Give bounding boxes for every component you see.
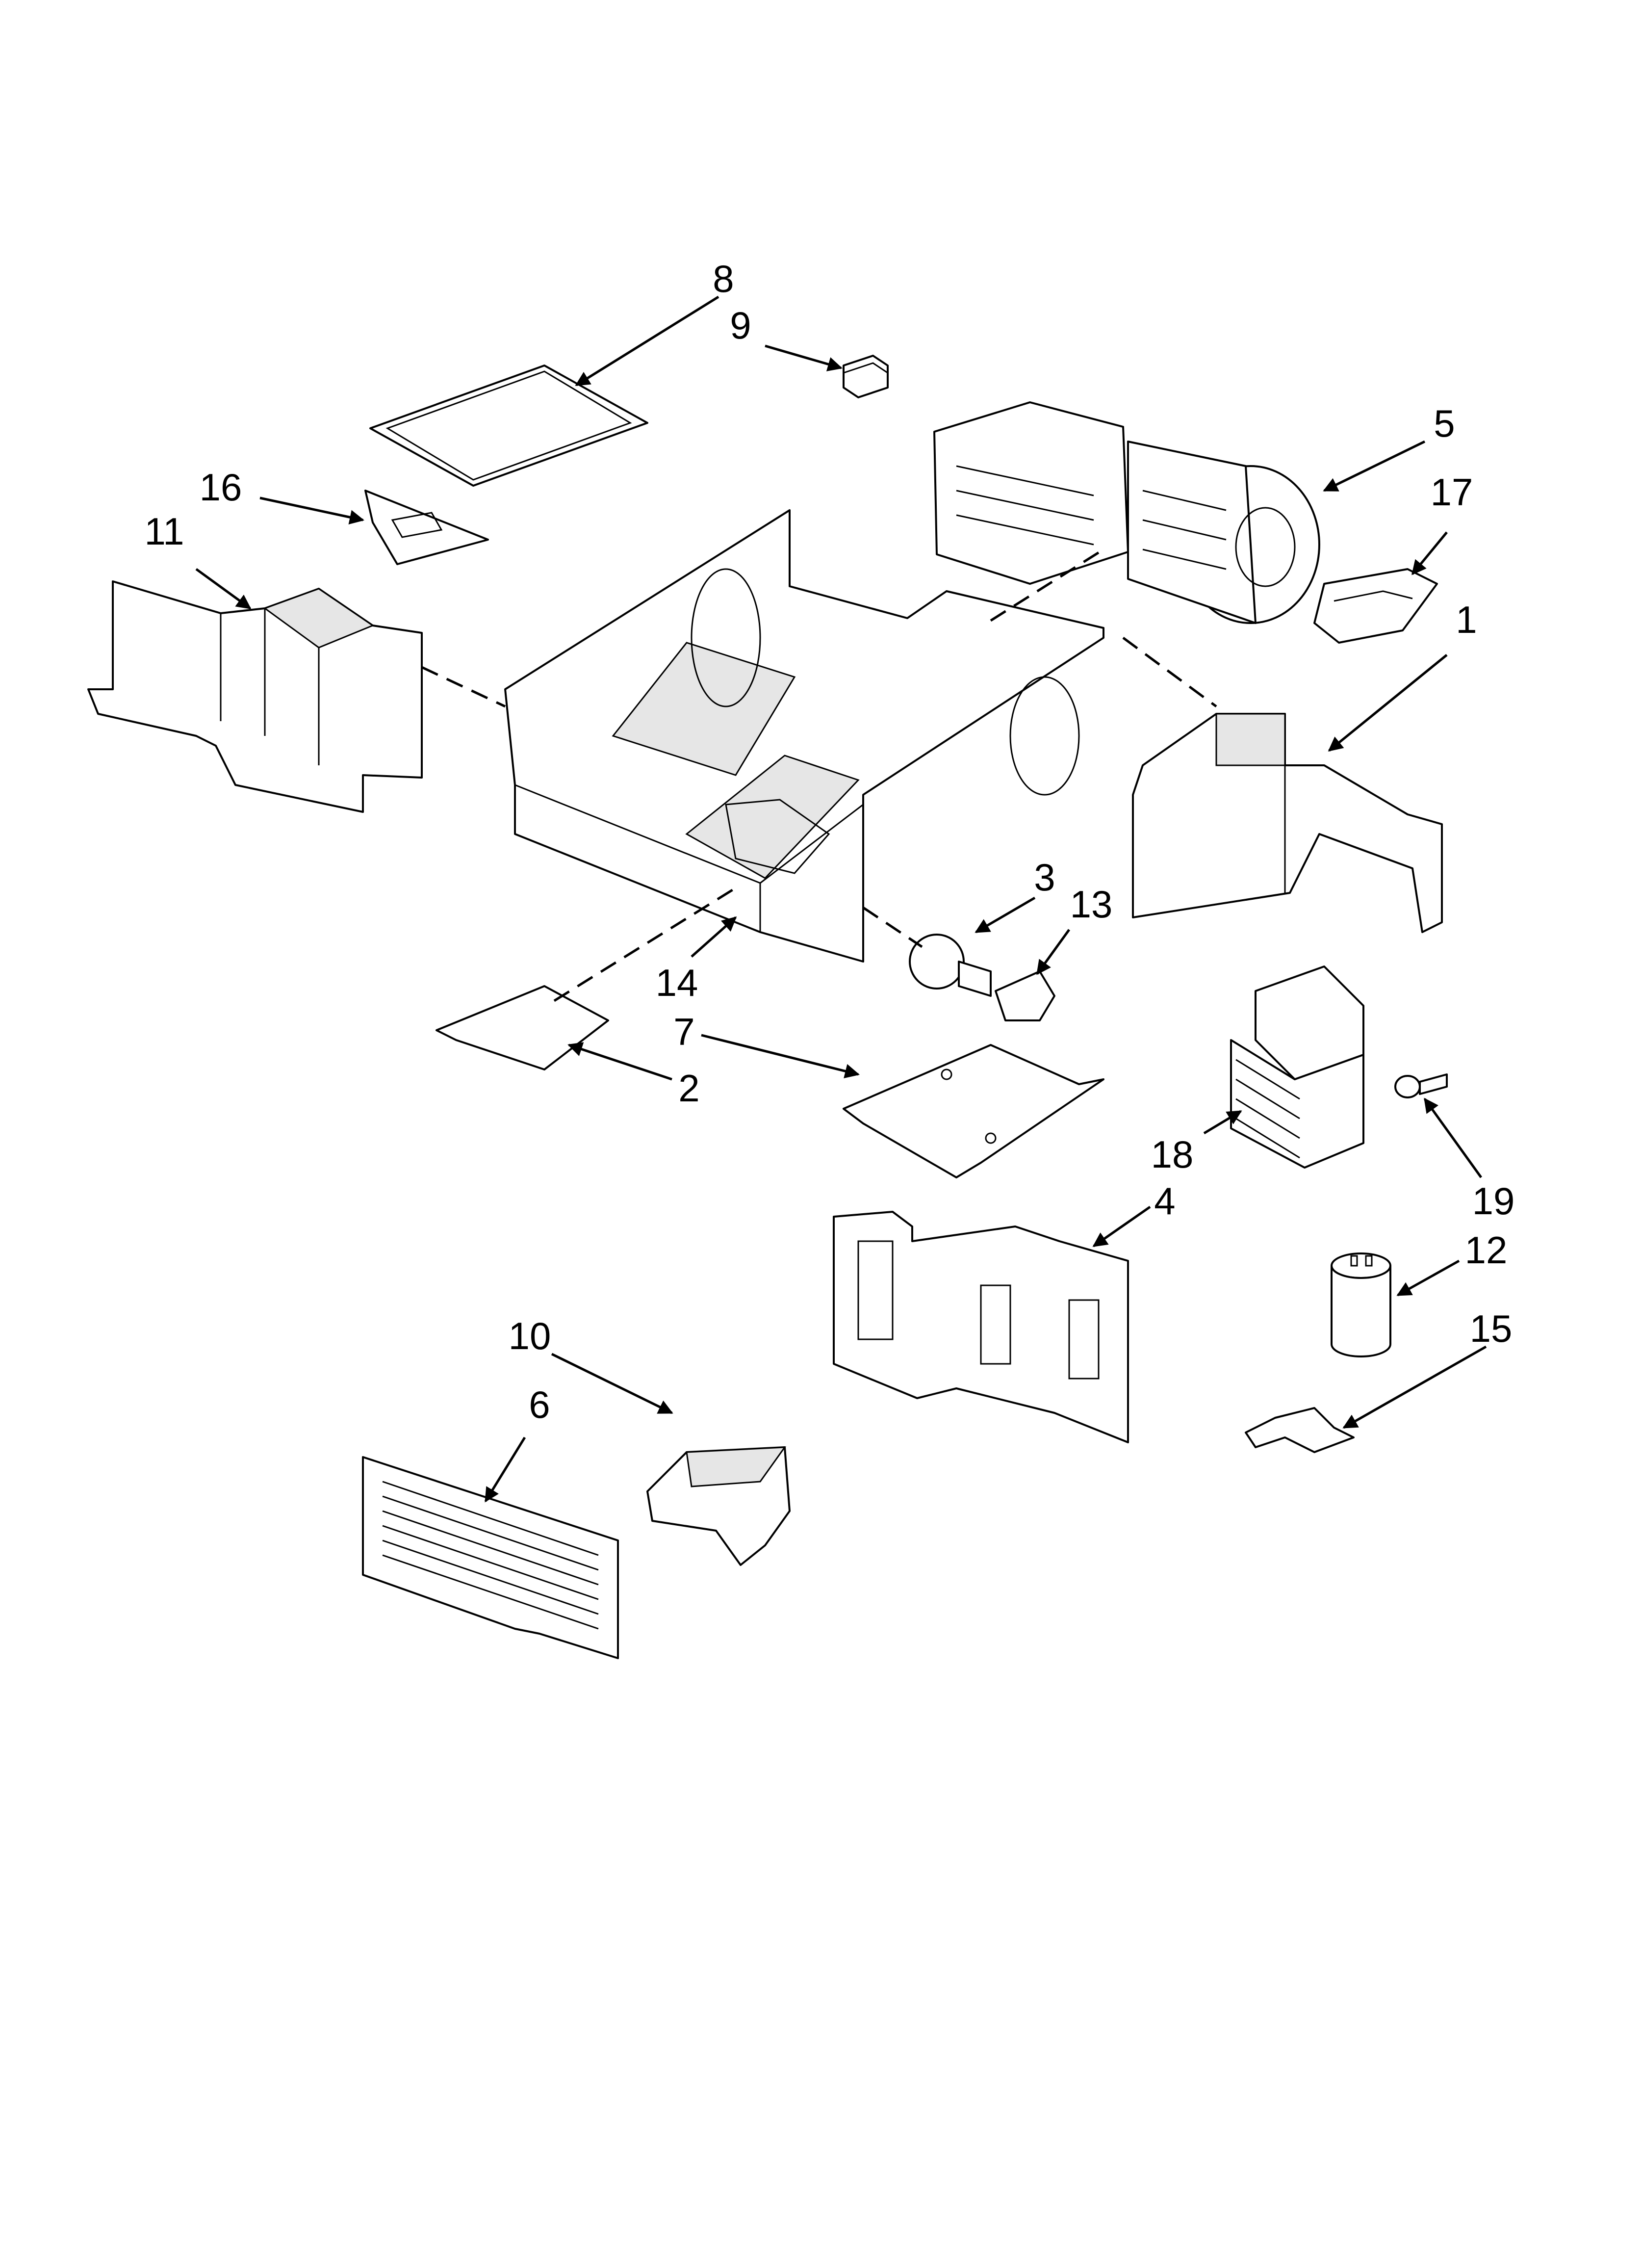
callout-17: 17 bbox=[1431, 470, 1473, 514]
part-4-panel bbox=[833, 1211, 1129, 1443]
part-13-socket bbox=[995, 970, 1055, 1021]
leader-4 bbox=[1092, 1205, 1151, 1248]
callout-18: 18 bbox=[1151, 1133, 1194, 1176]
leader-9 bbox=[765, 344, 843, 371]
callout-2: 2 bbox=[678, 1067, 699, 1110]
callout-7: 7 bbox=[673, 1010, 694, 1053]
part-base-cavity bbox=[504, 509, 1104, 963]
callout-4: 4 bbox=[1154, 1179, 1175, 1223]
leader-10 bbox=[551, 1353, 673, 1414]
callout-14: 14 bbox=[656, 961, 698, 1004]
part-1-duct bbox=[1132, 713, 1443, 933]
part-16-plate bbox=[364, 490, 489, 565]
part-5-blower bbox=[933, 401, 1320, 624]
callout-6: 6 bbox=[529, 1383, 550, 1426]
leader-17 bbox=[1411, 531, 1448, 575]
part-9-clip bbox=[843, 355, 889, 398]
callout-3: 3 bbox=[1034, 856, 1055, 899]
leader-19 bbox=[1423, 1097, 1483, 1178]
callout-10: 10 bbox=[509, 1314, 551, 1357]
callout-16: 16 bbox=[200, 466, 242, 509]
callout-labels: 8 9 5 16 17 11 1 3 13 14 7 2 18 19 4 12 … bbox=[145, 257, 1515, 1426]
callout-13: 13 bbox=[1070, 883, 1113, 926]
part-3-lamp bbox=[909, 934, 992, 997]
callout-11: 11 bbox=[145, 510, 184, 553]
callout-19: 19 bbox=[1472, 1179, 1515, 1223]
alignment-lines bbox=[421, 548, 1217, 1002]
leader-18 bbox=[1203, 1110, 1242, 1135]
callout-15: 15 bbox=[1470, 1307, 1513, 1350]
callout-1: 1 bbox=[1456, 598, 1477, 641]
leader-15 bbox=[1342, 1345, 1487, 1429]
callout-12: 12 bbox=[1465, 1228, 1508, 1272]
callout-9: 9 bbox=[730, 304, 751, 347]
leader-2 bbox=[567, 1042, 672, 1081]
part-15-bracket bbox=[1245, 1407, 1355, 1453]
leader-16 bbox=[259, 496, 364, 525]
part-12-capacitor bbox=[1331, 1252, 1391, 1357]
part-10-shield bbox=[646, 1446, 791, 1566]
leader-arrows bbox=[195, 295, 1487, 1503]
leader-13 bbox=[1036, 929, 1071, 975]
callout-5: 5 bbox=[1434, 402, 1455, 445]
leader-5 bbox=[1323, 440, 1426, 492]
leader-6 bbox=[484, 1436, 526, 1503]
leader-1 bbox=[1328, 654, 1448, 752]
part-11-duct bbox=[87, 580, 423, 813]
part-18-transformer bbox=[1230, 965, 1364, 1169]
leader-14 bbox=[691, 916, 737, 958]
leader-11 bbox=[195, 568, 252, 610]
part-6-grille bbox=[362, 1456, 619, 1659]
part-17-bracket bbox=[1313, 568, 1438, 644]
part-8-filter-frame bbox=[369, 365, 648, 487]
part-7-cover bbox=[843, 1044, 1104, 1178]
part-2-cover bbox=[436, 985, 609, 1070]
leader-8 bbox=[575, 295, 719, 387]
leader-7 bbox=[701, 1034, 860, 1079]
callout-8: 8 bbox=[713, 257, 734, 300]
leader-3 bbox=[975, 896, 1036, 934]
leader-12 bbox=[1396, 1259, 1460, 1297]
part-19-sensor bbox=[1394, 1073, 1448, 1098]
